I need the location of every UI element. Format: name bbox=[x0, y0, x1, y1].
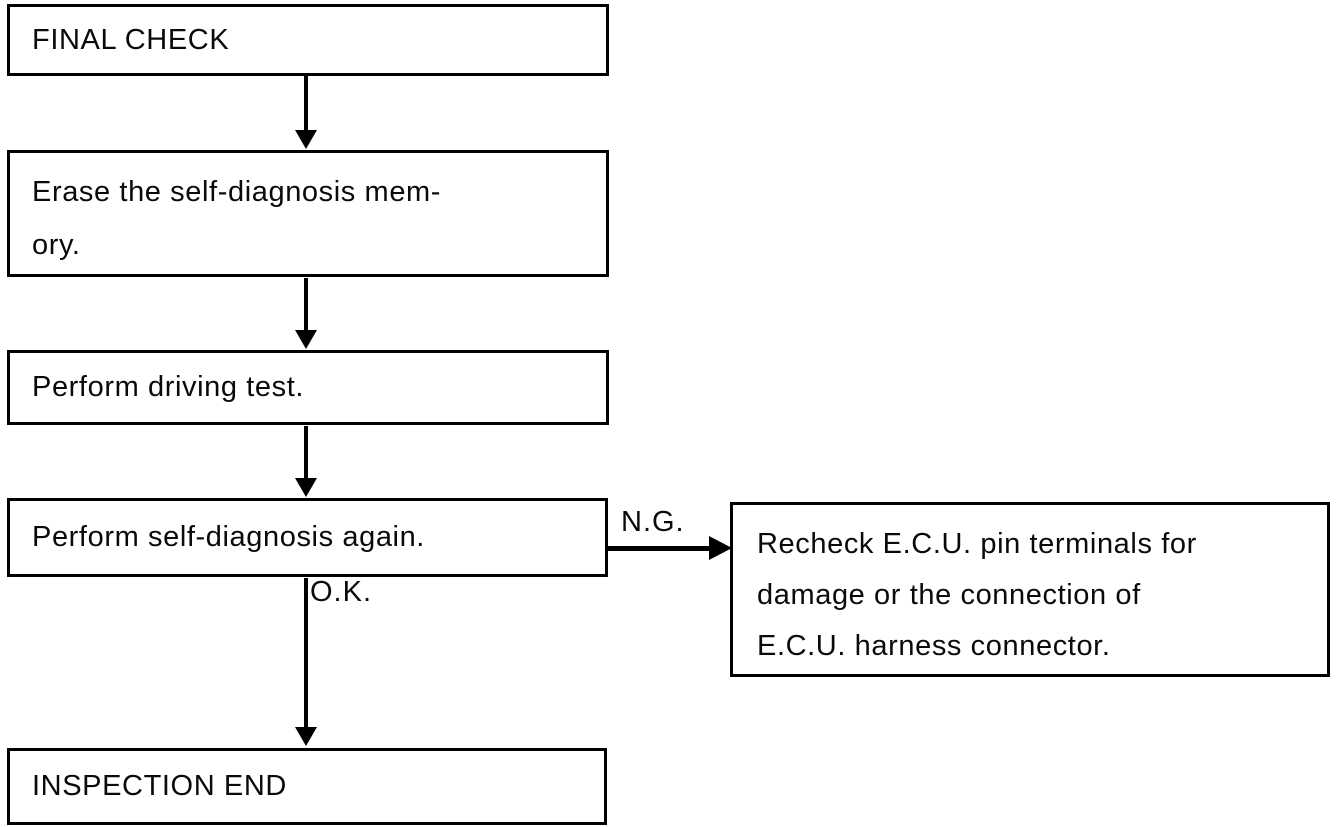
node-recheck-ecu: Recheck E.C.U. pin terminals for damage … bbox=[730, 502, 1330, 677]
node-final-check-label: FINAL CHECK bbox=[32, 23, 230, 56]
node-erase-memory: Erase the self-diagnosis mem- ory. bbox=[7, 150, 609, 277]
node-erase-memory-line-1: Erase the self-diagnosis mem- bbox=[32, 176, 442, 208]
arrow-down-icon bbox=[295, 727, 317, 746]
node-inspection-end: INSPECTION END bbox=[7, 748, 607, 825]
node-recheck-ecu-line-2: damage or the connection of bbox=[757, 579, 1141, 611]
node-inspection-end-label: INSPECTION END bbox=[32, 770, 287, 802]
node-self-diagnosis: Perform self-diagnosis again. bbox=[7, 498, 608, 577]
node-recheck-ecu-line-3: E.C.U. harness connector. bbox=[757, 630, 1111, 662]
arrow-down-icon bbox=[295, 478, 317, 497]
node-driving-test-label: Perform driving test. bbox=[32, 371, 305, 403]
arrow-down-icon bbox=[295, 130, 317, 149]
node-erase-memory-line-2: ory. bbox=[32, 229, 81, 261]
node-final-check: FINAL CHECK bbox=[7, 4, 609, 76]
node-self-diagnosis-label: Perform self-diagnosis again. bbox=[32, 521, 425, 553]
node-recheck-ecu-line-1: Recheck E.C.U. pin terminals for bbox=[757, 528, 1197, 560]
arrow-ng-line bbox=[608, 546, 710, 551]
edge-label-ok: O.K. bbox=[310, 576, 373, 608]
node-driving-test: Perform driving test. bbox=[7, 350, 609, 425]
arrow-driving-to-selfdiag-line bbox=[304, 426, 308, 479]
arrow-down-icon bbox=[295, 330, 317, 349]
arrow-right-icon bbox=[709, 536, 732, 560]
arrow-final-to-erase-line bbox=[304, 76, 308, 131]
arrow-erase-to-driving-line bbox=[304, 278, 308, 331]
edge-label-ng: N.G. bbox=[621, 506, 685, 538]
arrow-ok-line bbox=[304, 578, 308, 727]
